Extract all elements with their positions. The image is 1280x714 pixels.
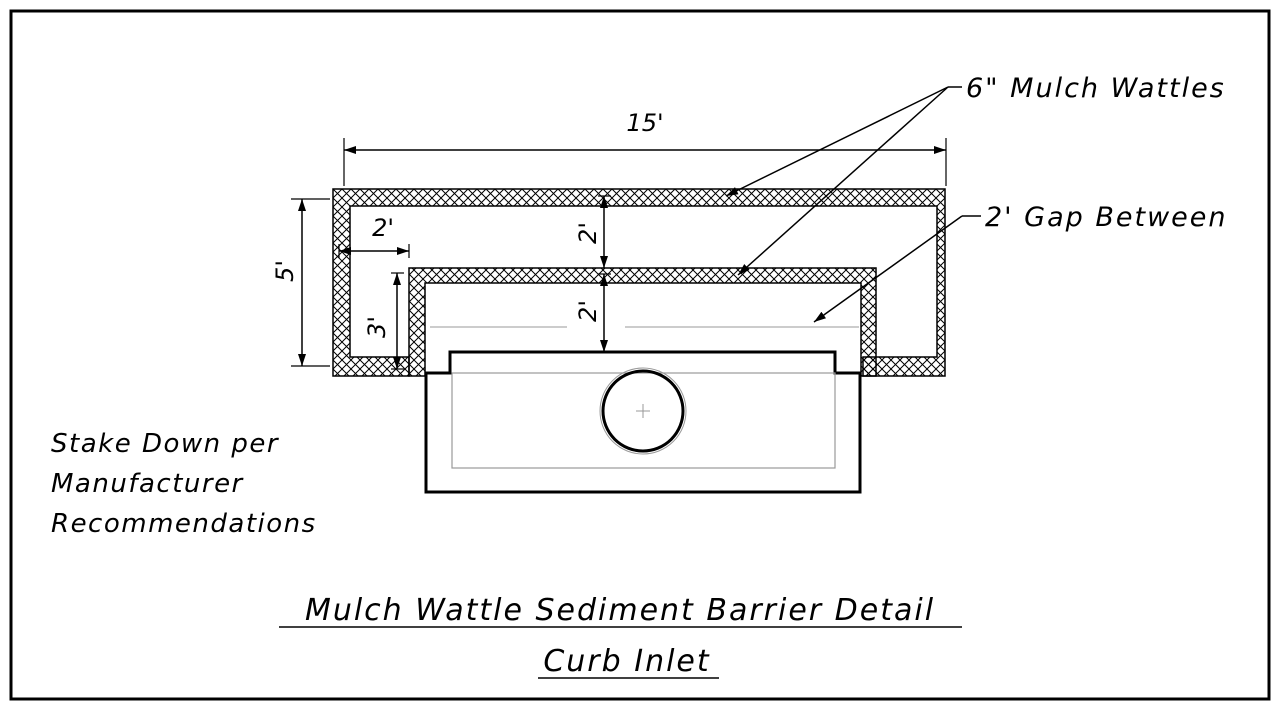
sheet-border <box>9 9 1271 701</box>
dim-text-2ft-gap-lower: 2' <box>574 300 602 322</box>
detail-title: Mulch Wattle Sediment Barrier Detail Cur… <box>279 593 962 679</box>
manhole-center-mark <box>636 404 650 418</box>
leader-gap: 2' Gap Between <box>813 202 1228 323</box>
dimension-overall-height: 5' <box>271 198 330 367</box>
note-line-1: Stake Down per <box>51 429 280 459</box>
inner-wattle <box>408 267 877 377</box>
dim-text-2ft-gap-upper: 2' <box>574 222 602 244</box>
dimension-gap-upper: 2' <box>574 195 611 268</box>
inlet-grate-outline <box>451 372 836 469</box>
note-line-3: Recommendations <box>51 509 317 539</box>
stake-note: Stake Down per Manufacturer Recommendati… <box>51 429 317 539</box>
dim-text-3ft: 3' <box>363 316 391 338</box>
leader-wattles: 6" Mulch Wattles <box>725 73 1226 276</box>
title-line-1: Mulch Wattle Sediment Barrier Detail <box>305 593 935 628</box>
callout-gap-between: 2' Gap Between <box>985 202 1228 233</box>
dimension-gap-lower: 2' <box>574 273 611 352</box>
curb-inlet <box>424 350 862 494</box>
title-line-2: Curb Inlet <box>543 644 710 679</box>
inlet-manhole-ring <box>599 367 687 455</box>
callout-mulch-wattles: 6" Mulch Wattles <box>966 73 1226 104</box>
dimension-overall-width: 15' <box>343 109 947 186</box>
note-line-2: Manufacturer <box>51 469 245 499</box>
dim-text-5ft: 5' <box>271 260 299 282</box>
inlet-manhole <box>601 369 685 453</box>
dim-text-2ft-return: 2' <box>372 214 394 242</box>
dimension-return-length: 2' <box>338 214 410 258</box>
dimension-return-height: 3' <box>363 272 404 370</box>
dim-text-15ft: 15' <box>626 109 663 137</box>
